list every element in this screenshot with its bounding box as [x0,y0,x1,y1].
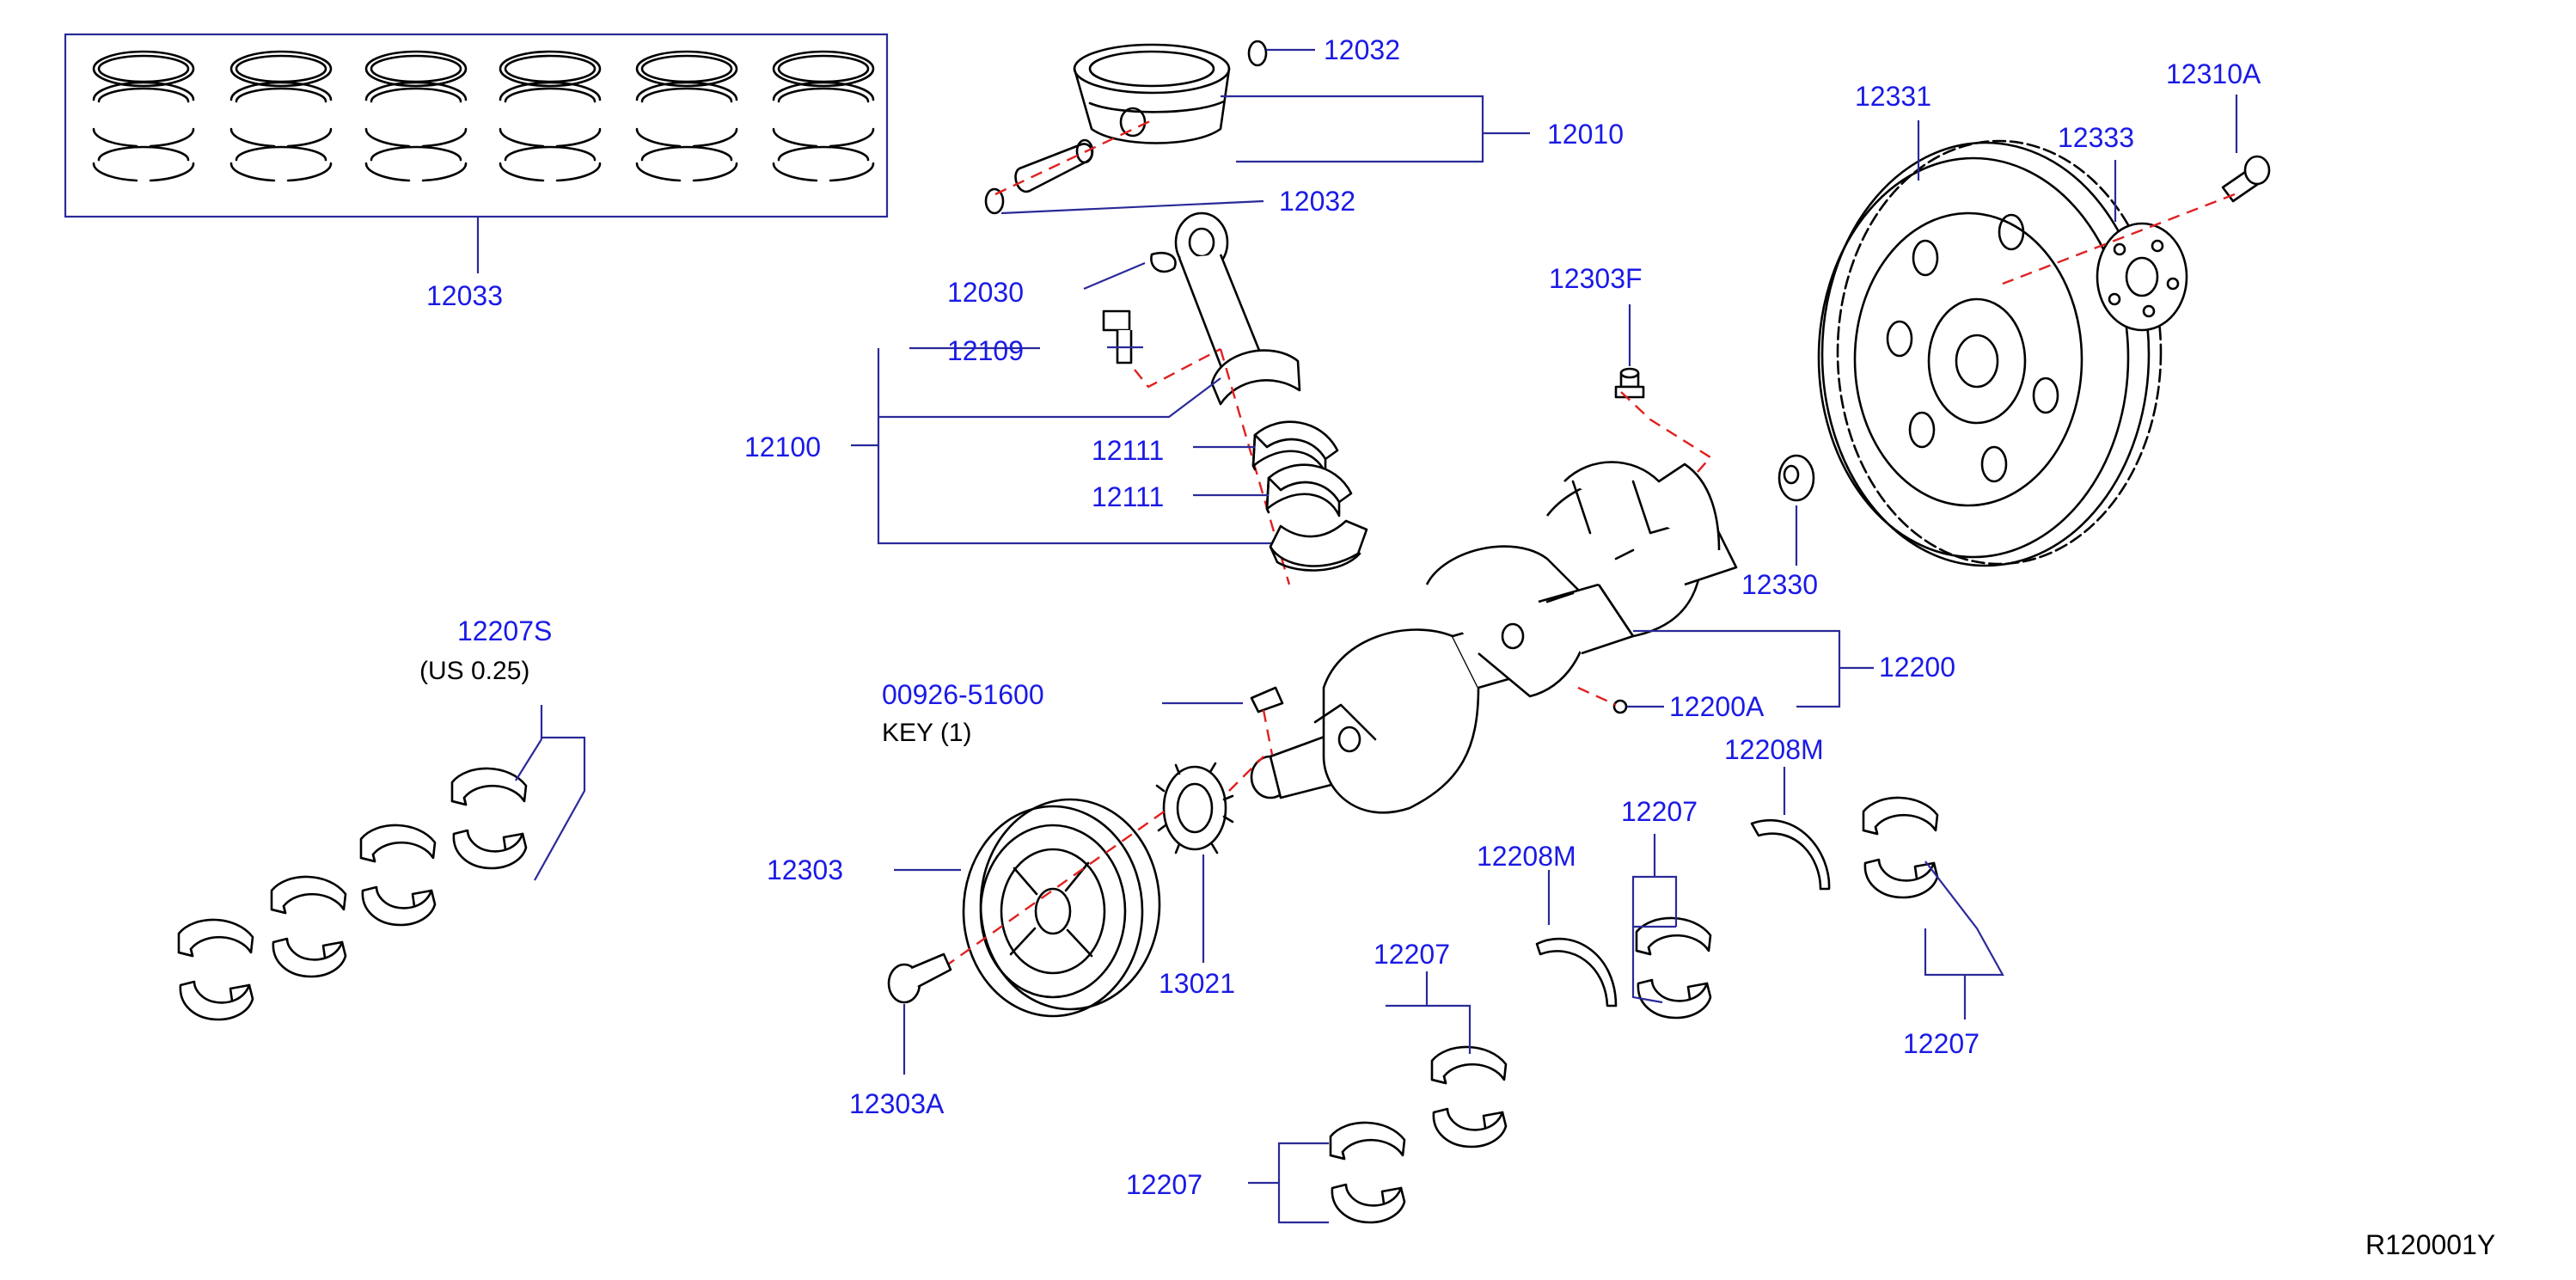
main-bearing-b [1862,796,1939,899]
crank-sprocket [1155,762,1234,854]
label-12030: 12030 [947,277,1024,308]
label-12303: 12303 [767,854,843,885]
crank-plug [1612,699,1628,714]
snap-ring-top [1247,40,1268,67]
rod-bearing-lower [1265,463,1353,518]
reference-code: R120001Y [2365,1229,2496,1260]
label-12010: 12010 [1547,119,1624,150]
bearing-set-12207S [177,767,528,1021]
label-12207S: 12207S [457,616,553,646]
pulley-bolt [887,952,952,1004]
rod-bolt [1102,309,1133,364]
label-12033: 12033 [426,280,503,311]
dowel-pin [1614,367,1645,399]
rod-bushing [1150,251,1177,273]
label-12331: 12331 [1855,81,1931,112]
label-12303F: 12303F [1549,263,1643,294]
label-12200A: 12200A [1669,691,1765,722]
thrust-washer-left [1535,937,1618,1007]
label-12100: 12100 [744,432,821,462]
crankshaft [1250,461,1738,814]
label-12330: 12330 [1741,569,1818,600]
main-bearing-d [1329,1121,1406,1224]
label-12032-top: 12032 [1324,34,1400,65]
label-00926-51600: 00926-51600 [882,679,1044,710]
reinforcement-plate [2096,222,2188,332]
pilot-bushing [1778,454,1815,502]
label-12109: 12109 [947,335,1024,366]
note-key: KEY (1) [882,719,972,747]
thrust-washer-right [1750,818,1831,891]
piston-ring-set-6 [772,50,875,182]
piston [1073,43,1231,144]
label-12207-bottom: 12207 [1126,1169,1202,1200]
piston-ring-set-2 [229,50,333,182]
flywheel [1817,139,2163,567]
rod-cap [1269,519,1368,572]
label-12111-lower: 12111 [1092,481,1165,512]
snap-ring-bottom [984,187,1005,215]
main-bearing-c [1430,1045,1508,1148]
crank-pulley [962,798,1161,1018]
woodruff-key [1250,686,1284,713]
piston-ring-set-1 [92,50,195,182]
label-12310A: 12310A [2166,58,2261,89]
label-12200: 12200 [1879,652,1955,683]
label-12208M-left: 12208M [1477,841,1576,872]
piston-pin [1014,138,1094,193]
flywheel-bolt [2221,155,2271,203]
label-12111-upper: 12111 [1092,435,1165,466]
label-12032-bottom: 12032 [1279,186,1355,217]
note-us-size: (US 0.25) [419,657,530,685]
label-12208M-right: 12208M [1724,734,1824,765]
ring-set-box [64,33,889,218]
label-12207-lower-center: 12207 [1374,939,1450,970]
connecting-rod [1174,211,1301,406]
label-12333: 12333 [2058,122,2134,153]
label-12303A: 12303A [849,1088,945,1119]
label-12207-right: 12207 [1903,1028,1979,1059]
piston-ring-set-5 [635,50,738,182]
label-12207-upper-center: 12207 [1621,796,1698,827]
label-13021: 13021 [1159,968,1235,999]
piston-ring-set-3 [364,50,468,182]
piston-ring-set-4 [499,50,602,182]
main-bearing-a [1635,916,1712,1020]
